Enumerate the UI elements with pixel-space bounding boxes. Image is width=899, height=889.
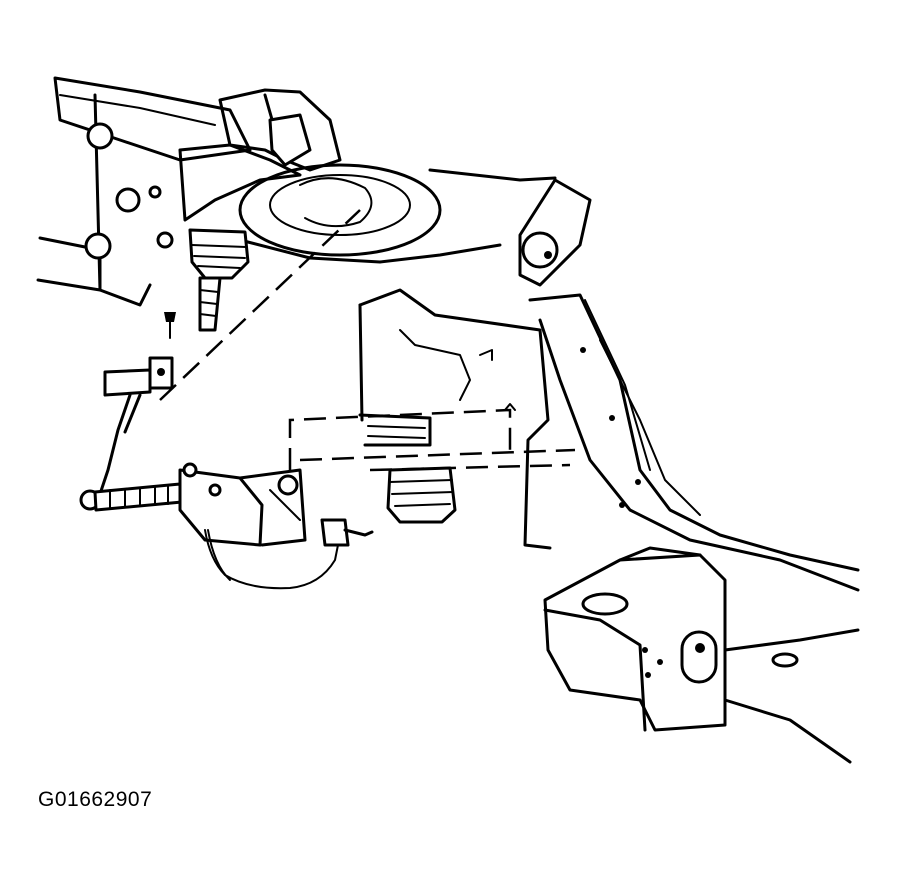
mounting-bolt	[164, 312, 176, 339]
rubber-bumper	[386, 466, 457, 524]
ball-joint	[188, 228, 250, 332]
frame-bracket	[159, 209, 576, 550]
sensor-bracket	[96, 356, 174, 502]
figure-id: G01662907	[38, 788, 153, 811]
upper-control-arm	[178, 88, 557, 264]
frame-crossmember	[518, 178, 860, 592]
sensor-harness	[204, 518, 374, 590]
upper-frame-rail	[36, 76, 252, 307]
lower-frame-mount	[543, 546, 860, 764]
height-sensor	[79, 462, 307, 547]
